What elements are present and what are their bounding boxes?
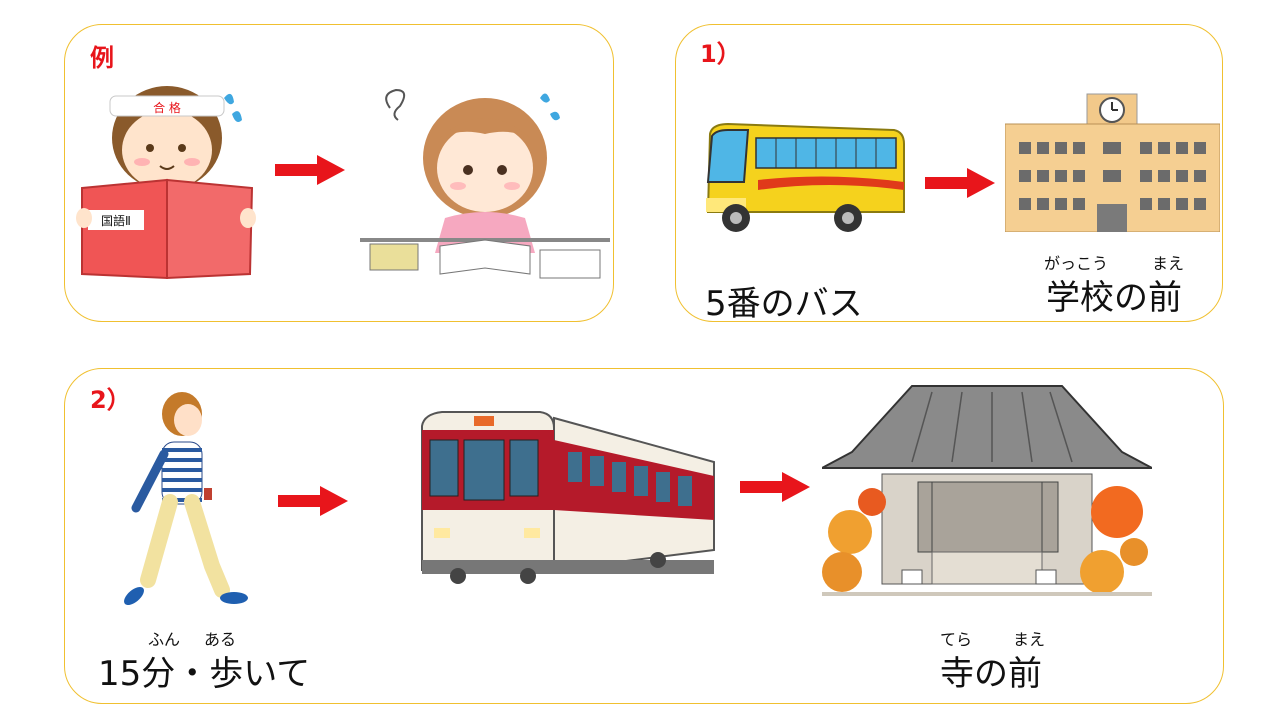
book-title: 国語Ⅱ <box>101 213 131 228</box>
train-illustration <box>421 411 715 584</box>
ruby-mae-temple: まえ <box>1013 630 1046 649</box>
arrow-right-icon <box>278 486 348 516</box>
bus-illustration <box>706 122 905 232</box>
girl-studying-illustration <box>360 88 610 279</box>
example-label: 例 <box>90 44 114 72</box>
ruby-tera: てら <box>940 630 973 649</box>
ruby-aru: ある <box>204 630 237 649</box>
ruby-mae-school: まえ <box>1152 254 1185 273</box>
temple-caption: 寺の前 <box>940 654 1042 694</box>
arrow-right-icon <box>740 472 810 502</box>
temple-illustration <box>822 385 1152 596</box>
arrow-right-icon <box>275 155 345 185</box>
ruby-gakkou: がっこう <box>1044 254 1109 273</box>
school-caption: 学校の前 <box>1046 278 1182 318</box>
panel-one-label: 1） <box>700 40 741 68</box>
walking-person-illustration <box>124 392 248 605</box>
panel-two-label: 2） <box>90 386 131 414</box>
student-illustration: 合 格 国語Ⅱ <box>76 86 256 280</box>
ruby-fun: ふん <box>148 630 181 649</box>
bus-caption: 5番のバス <box>705 284 863 324</box>
arrow-right-icon <box>925 168 995 198</box>
school-illustration <box>1005 93 1220 232</box>
walk-caption: 15分・歩いて <box>98 654 311 694</box>
headband-text: 合 格 <box>153 100 181 115</box>
